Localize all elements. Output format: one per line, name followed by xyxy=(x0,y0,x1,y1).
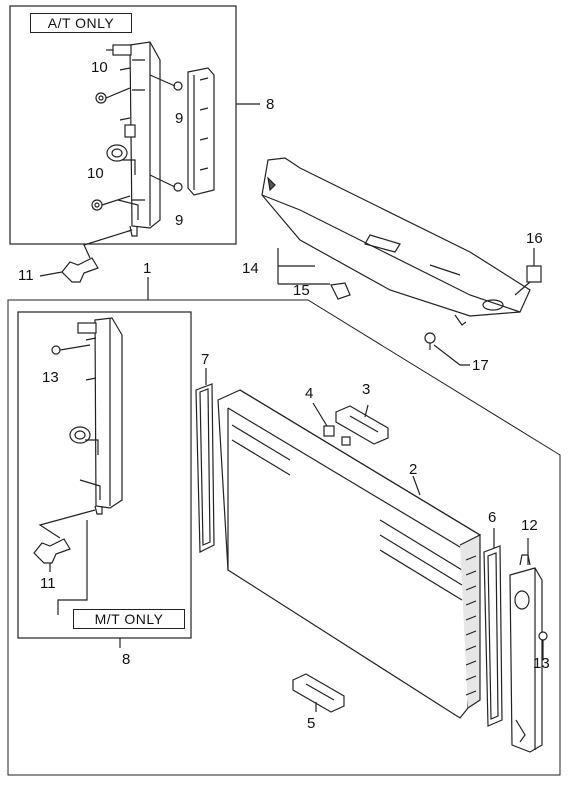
at-core-gasket xyxy=(149,67,215,196)
at-inset-frame xyxy=(9,5,237,245)
clip-15 xyxy=(330,282,351,300)
callout-11-top: 11 xyxy=(18,267,34,284)
at-radiator-side-tank xyxy=(106,41,161,237)
at-only-tag: A/T ONLY xyxy=(30,13,132,33)
gasket-strip-6 xyxy=(483,545,503,727)
drain-plug-top xyxy=(39,229,133,283)
callout-7: 7 xyxy=(201,351,210,368)
mt-inset-frame xyxy=(17,311,192,639)
callout-5: 5 xyxy=(307,715,316,732)
callout-9-upper: 9 xyxy=(175,110,184,127)
callout-4: 4 xyxy=(305,385,314,402)
callout-6: 6 xyxy=(488,509,497,526)
radiator-core xyxy=(217,389,481,719)
clip-4 xyxy=(312,402,335,437)
bracket-5 xyxy=(292,673,345,713)
callout-2: 2 xyxy=(409,461,418,478)
gasket-strip-7 xyxy=(195,383,215,553)
callout-10-upper: 10 xyxy=(91,59,108,76)
callout-14: 14 xyxy=(242,260,259,277)
at-bolts xyxy=(91,87,131,211)
callout-3: 3 xyxy=(362,381,371,398)
callout-8-top: 8 xyxy=(266,96,275,113)
callout-12: 12 xyxy=(521,517,538,534)
callout-13-right: 13 xyxy=(533,655,550,672)
clip-16 xyxy=(514,248,542,296)
assembly-boundary xyxy=(7,299,561,776)
bracket-3 xyxy=(335,404,389,446)
callout-1: 1 xyxy=(143,260,152,277)
callout-11-bottom: 11 xyxy=(40,575,56,592)
callout-8-bottom: 8 xyxy=(122,651,131,668)
radiator-shroud-cover xyxy=(261,157,531,326)
callout-13-left: 13 xyxy=(42,369,59,386)
mt-only-tag: M/T ONLY xyxy=(73,609,185,629)
right-side-tank xyxy=(509,538,548,753)
callout-10-lower: 10 xyxy=(87,165,104,182)
callout-17: 17 xyxy=(472,357,489,374)
bolt-17 xyxy=(424,332,470,366)
callout-15: 15 xyxy=(293,282,310,299)
callout-16: 16 xyxy=(526,230,543,247)
mt-radiator-side-tank xyxy=(51,317,123,515)
callout-9-lower: 9 xyxy=(175,212,184,229)
drain-plug-bottom xyxy=(33,509,96,572)
